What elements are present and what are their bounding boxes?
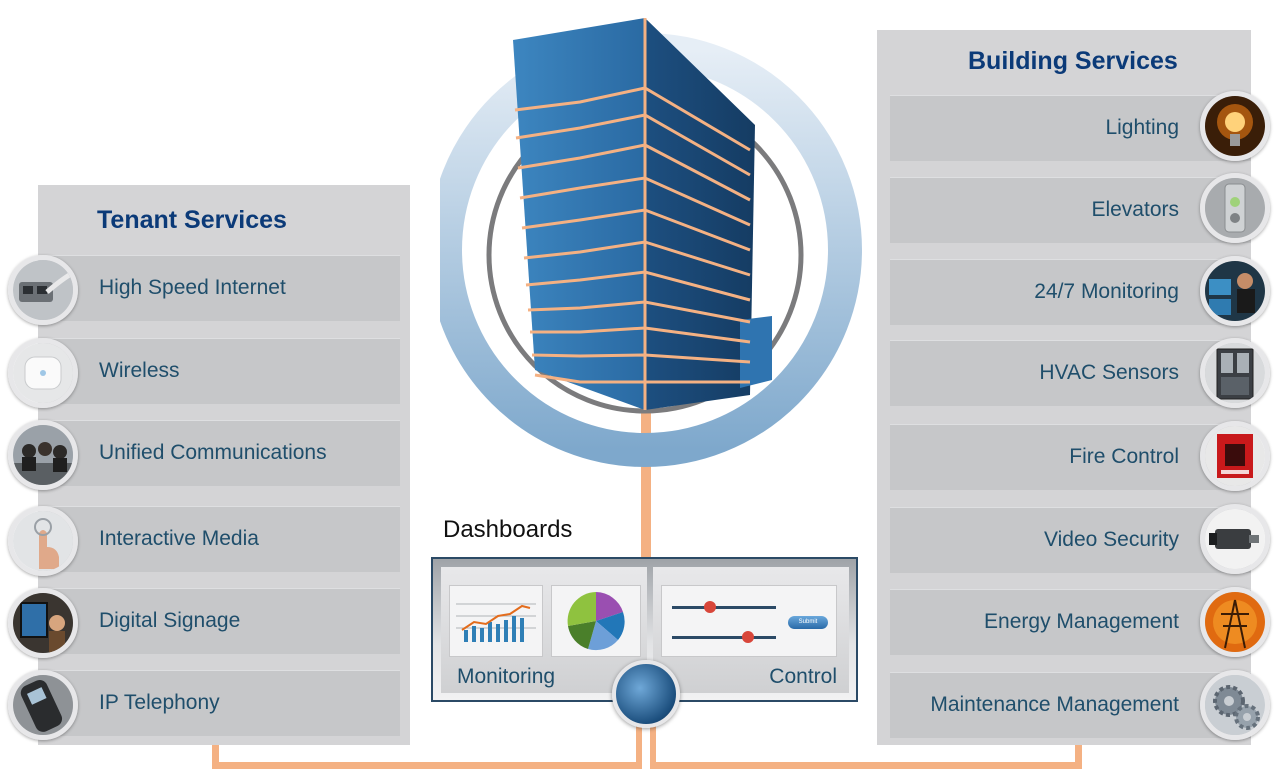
security-operator-icon	[1200, 256, 1270, 326]
connector-building-trunk	[641, 380, 651, 560]
building-illustration	[440, 18, 862, 467]
connector-left-riser	[212, 734, 219, 769]
slider-track-1[interactable]	[672, 606, 776, 609]
connector-dashboard-trunk-right	[650, 700, 656, 762]
submit-button[interactable]: Submit	[788, 616, 828, 629]
hvac-cabinet-icon	[1200, 338, 1270, 408]
building-item-hvac-sensors[interactable]: HVAC Sensors	[890, 340, 1251, 406]
building-item-elevators[interactable]: Elevators	[890, 177, 1251, 243]
gears-icon	[1200, 670, 1270, 740]
tenant-item-label: High Speed Internet	[99, 276, 286, 299]
dashboards-panel: Monitoring Submit Control	[431, 557, 858, 702]
globe-network-icon	[612, 660, 680, 728]
connector-dashboard-trunk	[636, 700, 642, 762]
tenant-item-label: Interactive Media	[99, 527, 259, 550]
digital-display-icon	[8, 588, 78, 658]
line-bar-chart-thumbnail	[449, 585, 543, 657]
connector-right-bottom	[650, 762, 1082, 769]
building-item-label: Lighting	[1105, 116, 1179, 139]
slider-controls-thumbnail: Submit	[661, 585, 837, 657]
slider-thumb-1[interactable]	[704, 601, 716, 613]
tenant-item-label: IP Telephony	[99, 691, 220, 714]
building-item-monitoring[interactable]: 24/7 Monitoring	[890, 259, 1251, 325]
control-section[interactable]: Submit Control	[653, 567, 849, 693]
meeting-people-icon	[8, 420, 78, 490]
monitoring-label: Monitoring	[457, 665, 556, 688]
building-item-energy-management[interactable]: Energy Management	[890, 589, 1251, 655]
touch-hand-icon	[8, 506, 78, 576]
building-services-title: Building Services	[968, 47, 1178, 75]
tenant-item-high-speed-internet[interactable]: High Speed Internet	[38, 255, 400, 321]
fire-alarm-icon	[1200, 421, 1270, 491]
tower-annex	[740, 316, 772, 388]
monitoring-section[interactable]: Monitoring	[441, 567, 647, 693]
connector-right-riser	[1075, 734, 1082, 769]
building-item-label: Fire Control	[1069, 445, 1179, 468]
tenant-item-digital-signage[interactable]: Digital Signage	[38, 588, 400, 654]
tower-right-face	[645, 18, 755, 410]
network-cable-icon	[8, 255, 78, 325]
tenant-item-wireless[interactable]: Wireless	[38, 338, 400, 404]
wireless-access-point-icon	[8, 338, 78, 408]
power-pylon-icon	[1200, 587, 1270, 657]
building-item-label: HVAC Sensors	[1039, 361, 1179, 384]
slider-track-2[interactable]	[672, 636, 776, 639]
building-item-lighting[interactable]: Lighting	[890, 95, 1251, 161]
tenant-item-interactive-media[interactable]: Interactive Media	[38, 506, 400, 572]
light-bulb-icon	[1200, 91, 1270, 161]
building-item-label: Elevators	[1091, 198, 1179, 221]
tenant-item-label: Unified Communications	[99, 441, 327, 464]
tenant-services-title: Tenant Services	[97, 206, 287, 234]
ip-phone-icon	[8, 670, 78, 740]
building-item-maintenance-management[interactable]: Maintenance Management	[890, 672, 1251, 738]
security-camera-icon	[1200, 504, 1270, 574]
building-item-fire-control[interactable]: Fire Control	[890, 424, 1251, 490]
building-item-label: Maintenance Management	[930, 693, 1179, 716]
building-item-label: Energy Management	[984, 610, 1179, 633]
building-item-label: 24/7 Monitoring	[1034, 280, 1179, 303]
building-item-video-security[interactable]: Video Security	[890, 507, 1251, 573]
pie-chart-thumbnail	[551, 585, 641, 657]
slider-thumb-2[interactable]	[742, 631, 754, 643]
tenant-item-label: Wireless	[99, 359, 180, 382]
tower-left-face	[513, 18, 645, 410]
tenant-item-ip-telephony[interactable]: IP Telephony	[38, 670, 400, 736]
elevator-button-icon	[1200, 173, 1270, 243]
tenant-item-unified-communications[interactable]: Unified Communications	[38, 420, 400, 486]
building-item-label: Video Security	[1043, 528, 1179, 551]
tenant-item-label: Digital Signage	[99, 609, 241, 632]
dashboards-title: Dashboards	[443, 516, 573, 543]
connector-left-bottom	[212, 762, 642, 769]
control-label: Control	[769, 665, 837, 688]
